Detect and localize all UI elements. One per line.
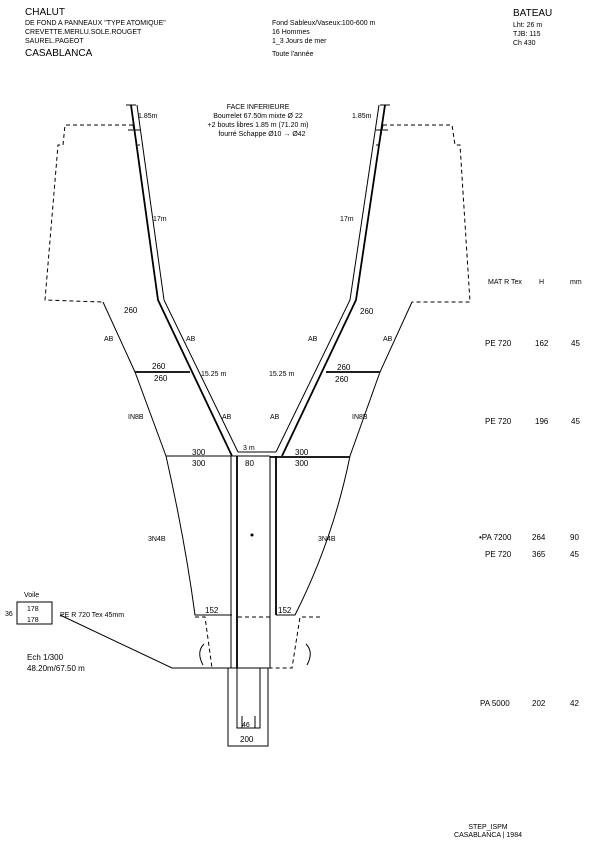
header-left-line3: SAUREL.PAGEOT bbox=[25, 38, 84, 45]
cut-ab-inner-left: AB bbox=[186, 336, 196, 343]
table-row-5-material: PA 5000 bbox=[480, 699, 510, 708]
table-row-4-mm: 45 bbox=[570, 550, 579, 559]
length-right: 15.25 m bbox=[269, 371, 294, 378]
cut-3n4b-left: 3N4B bbox=[148, 536, 166, 543]
bottom-left-top: 300 bbox=[192, 448, 206, 457]
cut-ab-outer-right: AB bbox=[383, 336, 393, 343]
bottom-right-top: 300 bbox=[295, 448, 309, 457]
header-left-place: CASABLANCA bbox=[25, 48, 93, 59]
voile-top: 178 bbox=[27, 606, 39, 613]
table-row-3-mm: 90 bbox=[570, 533, 579, 542]
cut-in-left: IN8B bbox=[128, 414, 144, 421]
upper-panel-outline bbox=[44, 124, 471, 669]
header-right-line1: Lht: 26 m bbox=[513, 22, 542, 29]
table-header-mm: mm bbox=[570, 279, 582, 286]
belly-left: 152 bbox=[205, 606, 219, 615]
mid-left-top: 260 bbox=[152, 362, 166, 371]
top-right-meshes: 260 bbox=[360, 307, 374, 316]
table-row-2-mm: 45 bbox=[571, 417, 580, 426]
table-row-4-h: 365 bbox=[532, 550, 546, 559]
codend bbox=[227, 667, 269, 747]
length-left: 15.25 m bbox=[201, 371, 226, 378]
title-chalut: CHALUT bbox=[25, 7, 65, 18]
face-inferieure-line2: +2 bouts libres 1.85 m (71.20 m) bbox=[208, 122, 309, 129]
table-row-1-mm: 45 bbox=[571, 339, 580, 348]
table-row-1-h: 162 bbox=[535, 339, 549, 348]
footer-line2: CASABLANCA | 1984 bbox=[454, 832, 522, 839]
table-row-1-material: PE 720 bbox=[485, 339, 512, 348]
cut-ab-inner-right: AB bbox=[308, 336, 318, 343]
headline-right: 17m bbox=[340, 216, 354, 223]
headline-left: 17m bbox=[153, 216, 167, 223]
table-header-material: MAT R Tex bbox=[488, 279, 522, 286]
voile-spec: PE R 720 Tex 45mm bbox=[60, 612, 124, 619]
face-inferieure-line3: fourré Schappe Ø10 → Ø42 bbox=[218, 131, 305, 138]
material-table: MAT R Tex H mm PE 720 162 45 PE 720 196 … bbox=[479, 279, 582, 708]
header-left-line1: DE FOND A PANNEAUX "TYPE ATOMIQUE" bbox=[25, 20, 166, 27]
voile-title: Voile bbox=[24, 592, 39, 599]
cut-3n4b-right: 3N4B bbox=[318, 536, 336, 543]
codend-bottom: 200 bbox=[240, 735, 254, 744]
codend-inner: 46 bbox=[242, 722, 250, 729]
voile-bottom: 178 bbox=[27, 617, 39, 624]
bottom-right-bottom: 300 bbox=[295, 459, 309, 468]
fold-arrow-left-icon bbox=[199, 643, 205, 666]
table-row-5-mm: 42 bbox=[570, 699, 579, 708]
table-row-2-h: 196 bbox=[535, 417, 549, 426]
mid-right-top: 260 bbox=[337, 363, 351, 372]
center-width: 3 m bbox=[243, 445, 255, 452]
voile-side: 36 bbox=[5, 611, 13, 618]
header-center-line1: Fond Sableux/Vaseux:100-600 m bbox=[272, 20, 376, 27]
cut-ab-outer-left: AB bbox=[104, 336, 114, 343]
fold-arrow-right-icon bbox=[305, 643, 311, 666]
footer-line1: STEP_ISPM bbox=[468, 824, 507, 831]
cut-ab-low-left: AB bbox=[222, 414, 232, 421]
table-row-5-h: 202 bbox=[532, 699, 546, 708]
table-row-4-material: PE 720 bbox=[485, 550, 512, 559]
cut-ab-low-right: AB bbox=[270, 414, 280, 421]
header-right-title: BATEAU bbox=[513, 8, 552, 19]
bottom-left-bottom: 300 bbox=[192, 459, 206, 468]
table-header-h: H bbox=[539, 279, 544, 286]
scale-line2: 48.20m/67.50 m bbox=[27, 664, 85, 673]
net-panels bbox=[102, 301, 413, 668]
table-row-3-material: •PA 7200 bbox=[479, 533, 512, 542]
table-row-3-h: 264 bbox=[532, 533, 546, 542]
header-center-line4: Toute l'année bbox=[272, 51, 314, 58]
face-inferieure-line1: Bourrelet 67.50m mixte Ø 22 bbox=[213, 113, 303, 120]
mid-left-bottom: 260 bbox=[154, 374, 168, 383]
header-center-line3: 1_3 Jours de mer bbox=[272, 38, 327, 45]
headline-ropes bbox=[126, 104, 390, 457]
header-right-line3: Ch 430 bbox=[513, 40, 536, 47]
header-right-line2: TJB: 115 bbox=[513, 31, 541, 38]
scale-line1: Ech 1/300 bbox=[27, 653, 64, 662]
header-left-line2: CREVETTE.MERLU.SOLE.ROUGET bbox=[25, 29, 142, 36]
face-inferieure-title: FACE INFERIEURE bbox=[227, 104, 290, 111]
table-row-2-material: PE 720 bbox=[485, 417, 512, 426]
scale-pointer-line bbox=[59, 614, 228, 669]
belly-right: 152 bbox=[278, 606, 292, 615]
header-center-line2: 16 Hommes bbox=[272, 29, 310, 36]
center-mesh: 80 bbox=[245, 459, 254, 468]
mid-right-bottom: 260 bbox=[335, 375, 349, 384]
cut-in-right: IN8B bbox=[352, 414, 368, 421]
rope-end-right: 1.85m bbox=[352, 113, 372, 120]
top-left-meshes: 260 bbox=[124, 306, 138, 315]
voile-box bbox=[16, 601, 53, 625]
rope-end-left: 1.85m bbox=[138, 113, 158, 120]
